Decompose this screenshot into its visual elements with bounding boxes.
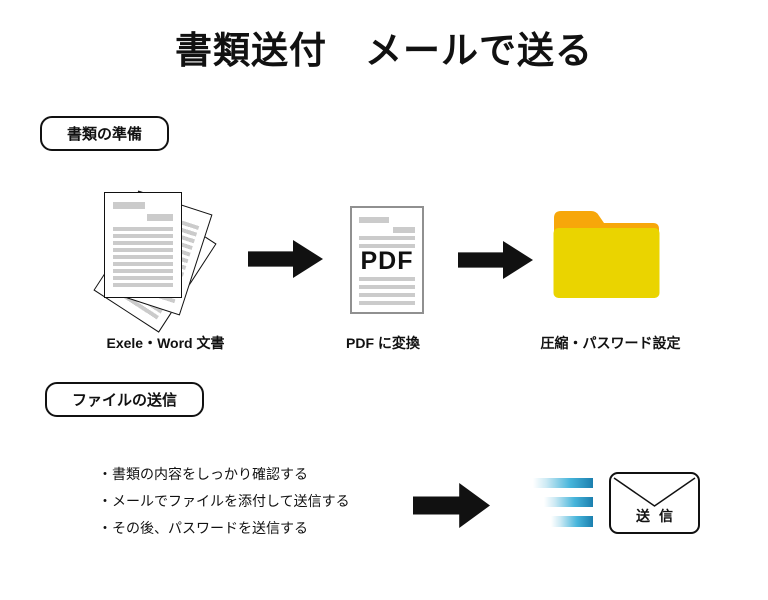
paper-lines — [113, 227, 173, 289]
paper-right-bar — [393, 227, 415, 233]
caption-pdf-convert: PDF に変換 — [346, 335, 420, 351]
document-stack-icon — [86, 180, 236, 333]
paper-header-bar — [113, 202, 145, 209]
list-item: ・書類の内容をしっかり確認する — [98, 466, 308, 482]
paper-lines — [359, 236, 415, 249]
caption-word-documents: Exele・Word 文書 — [106, 335, 225, 351]
paper-front — [104, 192, 182, 298]
page-title: 書類送付 メールで送る — [175, 30, 593, 71]
section-label-text: ファイルの送信 — [72, 392, 178, 409]
pdf-document-icon: PDF — [350, 206, 424, 314]
pdf-text: PDF — [352, 248, 422, 274]
arrow-right-icon — [248, 240, 323, 278]
envelope-icon: 送信 — [609, 472, 700, 534]
section-label-text: 書類の準備 — [67, 126, 143, 143]
section-label-send: ファイルの送信 — [45, 382, 205, 417]
arrow-right-icon — [458, 241, 533, 279]
envelope-flap-icon — [613, 477, 696, 507]
paper-lines — [359, 277, 415, 306]
motion-line — [544, 497, 593, 507]
paper-header-bar — [359, 217, 389, 223]
motion-line — [551, 516, 593, 527]
send-instructions-list: ・書類の内容をしっかり確認する ・メールでファイルを添付して送信する ・その後、… — [98, 461, 350, 542]
list-item: ・メールでファイルを添付して送信する — [98, 493, 350, 509]
send-label: 送信 — [636, 508, 682, 524]
paper-right-bar — [147, 214, 173, 221]
motion-line — [533, 478, 593, 488]
motion-lines-icon — [533, 478, 595, 528]
arrow-right-icon — [413, 483, 490, 528]
list-item: ・その後、パスワードを送信する — [98, 520, 308, 536]
folder-icon — [553, 208, 660, 299]
caption-compress-password: 圧縮・パスワード設定 — [540, 335, 681, 351]
section-label-preparation: 書類の準備 — [40, 116, 170, 151]
